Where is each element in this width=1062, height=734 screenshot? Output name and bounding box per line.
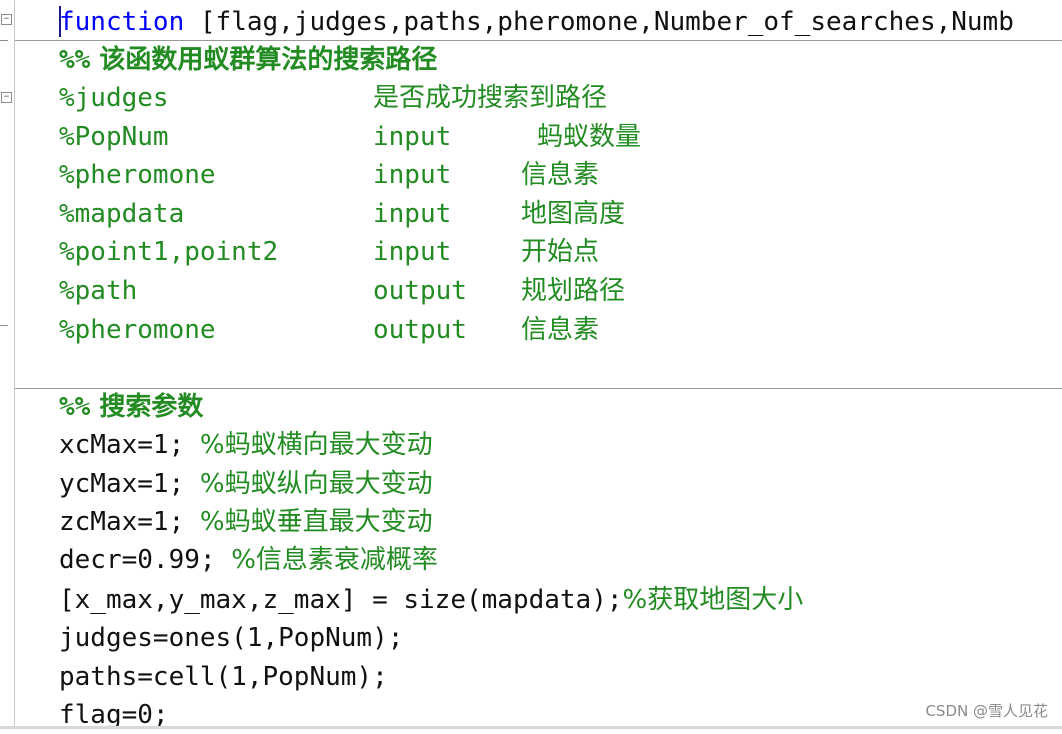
param-desc: 信息素 [521,315,600,345]
param-desc: 地图高度 [521,199,626,229]
code-line[interactable]: ycMax=1; %蚂蚁纵向最大变动 [59,465,1062,503]
code-text: ycMax=1; [59,469,200,499]
param-desc: 蚂蚁数量 [537,122,642,152]
param-kind: output [373,276,467,306]
cell-marker: %% [59,45,91,75]
param-name: %pheromone [59,315,216,345]
gutter-tick [0,40,8,41]
param-name: %mapdata [59,199,185,229]
code-line[interactable]: flag=0; [59,696,1062,734]
param-row[interactable]: %pheromone output 信息素 [59,311,1062,349]
param-kind: input [373,160,452,190]
code-text: judges=ones(1,PopNum); [59,623,404,653]
csdn-watermark: CSDN @雪人见花 [925,702,1048,720]
param-row[interactable]: %PopNum input 蚂蚁数量 [59,118,1062,156]
code-line[interactable]: judges=ones(1,PopNum); [59,619,1062,657]
code-text: [x_max,y_max,z_max] = size(mapdata); [59,585,623,615]
fold-collapse-icon[interactable]: − [1,92,12,103]
fold-collapse-icon[interactable]: − [1,14,12,25]
horizontal-scrollbar[interactable] [0,726,1062,729]
code-line-header-comment[interactable]: %% 该函数用蚁群算法的搜索路径 [59,41,1062,79]
code-line[interactable]: xcMax=1; %蚂蚁横向最大变动 [59,426,1062,464]
inline-comment: %蚂蚁垂直最大变动 [199,507,433,537]
cell-divider [15,40,1062,41]
param-name: %judges [59,83,169,113]
code-text: flag=0; [59,700,169,730]
section-comment-text: 搜索参数 [90,392,204,422]
param-kind: input [373,199,452,229]
cell-divider [15,388,1062,389]
param-row[interactable]: %pheromone input 信息素 [59,156,1062,194]
param-kind: output [373,315,467,345]
param-name: %path [59,276,138,306]
cell-marker: %% [59,392,91,422]
inline-comment: %蚂蚁横向最大变动 [199,430,433,460]
param-row[interactable]: %point1,point2 input 开始点 [59,233,1062,271]
param-desc: 信息素 [521,160,600,190]
param-row[interactable]: %path output 规划路径 [59,272,1062,310]
keyword-function: function [59,7,185,37]
code-text: xcMax=1; [59,430,200,460]
code-line[interactable]: paths=cell(1,PopNum); [59,658,1062,696]
inline-comment: %信息素衰减概率 [231,545,438,575]
code-line-section-comment[interactable]: %% 搜索参数 [59,388,1062,426]
header-comment-text: 该函数用蚁群算法的搜索路径 [90,45,438,75]
code-text: paths=cell(1,PopNum); [59,662,388,692]
inline-comment: %获取地图大小 [622,585,804,615]
code-line[interactable]: zcMax=1; %蚂蚁垂直最大变动 [59,503,1062,541]
param-name: %pheromone [59,160,216,190]
param-desc: 规划路径 [521,276,626,306]
code-line[interactable]: decr=0.99; %信息素衰减概率 [59,541,1062,579]
code-line-function[interactable]: function [flag,judges,paths,pheromone,Nu… [59,3,1062,41]
param-desc: 是否成功搜索到路径 [373,83,608,113]
inline-comment: %蚂蚁纵向最大变动 [199,469,433,499]
editor-gutter: − − [0,0,15,729]
param-name: %PopNum [59,122,169,152]
text-cursor [59,6,61,37]
param-desc: 开始点 [521,237,600,267]
param-kind: input [373,237,452,267]
gutter-tick [0,325,8,326]
param-kind: input [373,122,452,152]
code-text: decr=0.99; [59,545,232,575]
param-name: %point1,point2 [59,237,279,267]
function-signature: [flag,judges,paths,pheromone,Number_of_s… [184,7,1014,37]
param-row[interactable]: %mapdata input 地图高度 [59,195,1062,233]
code-line[interactable]: [x_max,y_max,z_max] = size(mapdata);%获取地… [59,581,1062,619]
param-row[interactable]: %judges 是否成功搜索到路径 [59,79,1062,117]
code-text: zcMax=1; [59,507,200,537]
